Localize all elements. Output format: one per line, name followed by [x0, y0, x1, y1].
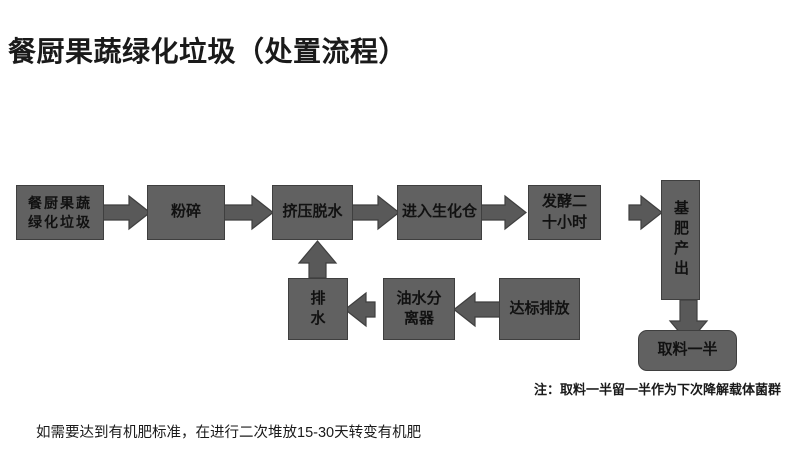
arrow-ferment-to-output	[628, 194, 663, 231]
arrow-press-to-biochem	[351, 194, 400, 231]
node-enter-biochem-bin[interactable]: 进入生化仓	[397, 185, 482, 240]
node-take-half[interactable]: 取料一半	[638, 330, 737, 371]
node-oil-water-separator[interactable]: 油水分 离器	[383, 278, 455, 340]
node-crush[interactable]: 粉碎	[147, 185, 225, 240]
arrow-waste-to-crush	[102, 194, 151, 231]
node-oil-water-separator-label: 油水分 离器	[396, 289, 442, 327]
node-compliant-discharge[interactable]: 达标排放	[499, 278, 580, 340]
node-ferment-label: 发酵二 十小时	[541, 193, 587, 231]
diagram-note: 注：取料一半留一半作为下次降解载体菌群	[534, 382, 782, 397]
arrow-drainage-to-press	[297, 240, 338, 279]
node-waste-input-label: 餐厨果蔬 绿化垃圾	[28, 194, 92, 230]
arrow-crush-to-press	[223, 194, 274, 231]
arrow-biochem-to-ferment	[480, 194, 527, 231]
node-drainage[interactable]: 排 水	[288, 278, 348, 340]
node-take-half-label: 取料一半	[657, 341, 718, 359]
node-compliant-discharge-label: 达标排放	[509, 299, 570, 317]
node-enter-biochem-bin-label: 进入生化仓	[402, 203, 478, 221]
node-drainage-label: 排 水	[310, 289, 326, 327]
node-base-fertilizer-output-label: 基肥产出	[672, 200, 689, 280]
node-press-dewater-label: 挤压脱水	[282, 203, 343, 221]
diagram-footer-note: 如需要达到有机肥标准，在进行二次堆放15-30天转变有机肥	[36, 425, 422, 441]
page-title: 餐厨果蔬绿化垃圾（处置流程）	[8, 36, 408, 67]
node-ferment[interactable]: 发酵二 十小时	[528, 185, 601, 240]
node-base-fertilizer-output[interactable]: 基肥产出	[661, 180, 700, 300]
node-press-dewater[interactable]: 挤压脱水	[272, 185, 353, 240]
node-waste-input[interactable]: 餐厨果蔬 绿化垃圾	[16, 185, 104, 240]
arrow-discharge-to-separator	[453, 291, 501, 328]
arrow-separator-to-drainage	[344, 291, 376, 328]
node-crush-label: 粉碎	[170, 203, 201, 221]
